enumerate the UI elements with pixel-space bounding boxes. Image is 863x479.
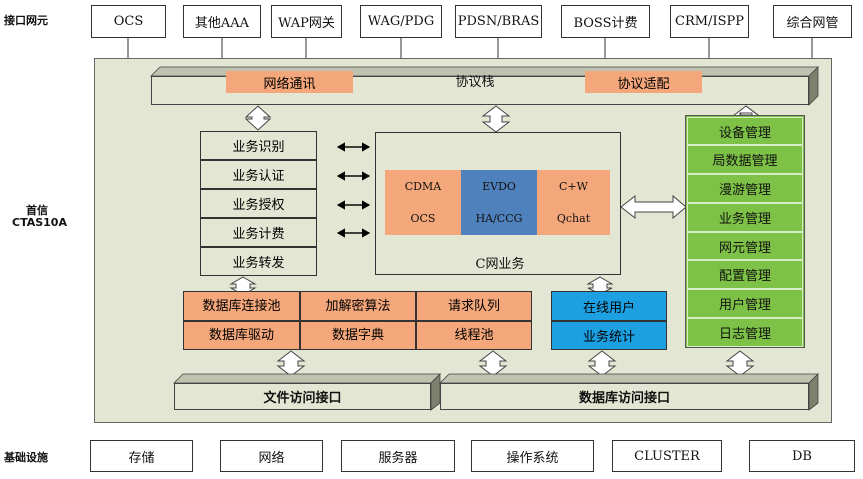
top-ne-wap-gateway: WAP网关 bbox=[271, 5, 342, 38]
service-statistics: 业务统计 bbox=[551, 321, 667, 350]
interface-ne-label: 接口网元 bbox=[4, 14, 48, 27]
cnet-cell-ha-ccg: HA/CCG bbox=[461, 202, 537, 235]
cnet-cell-c-plus-w: C+W bbox=[537, 170, 610, 202]
protocol-adapt-chip: 协议适配 bbox=[585, 71, 702, 93]
c-network-title: C网业务 bbox=[475, 256, 525, 272]
mgmt-network-element: 网元管理 bbox=[687, 232, 803, 260]
mgmt-user: 用户管理 bbox=[687, 289, 803, 318]
file-access-interface: 文件访问接口 bbox=[174, 383, 431, 410]
infra-db: DB bbox=[749, 440, 855, 472]
cnet-cell-qchat: Qchat bbox=[537, 202, 610, 235]
db-access-interface: 数据库访问接口 bbox=[440, 383, 809, 410]
product-name-line2: CTAS10A bbox=[12, 216, 67, 229]
cnet-cell-evdo: EVDO bbox=[461, 170, 537, 202]
db-request-queue: 请求队列 bbox=[416, 291, 532, 321]
top-ne-pdsn-bras: PDSN/BRAS bbox=[455, 5, 542, 38]
db-crypto-algorithm: 加解密算法 bbox=[300, 291, 416, 321]
infra-server: 服务器 bbox=[341, 440, 455, 472]
svc-identification: 业务识别 bbox=[200, 131, 317, 160]
infra-storage: 存储 bbox=[90, 440, 193, 472]
top-ne-boss-billing: BOSS计费 bbox=[561, 5, 650, 38]
online-users: 在线用户 bbox=[551, 291, 667, 321]
infra-os: 操作系统 bbox=[471, 440, 594, 472]
top-ne-ocs: OCS bbox=[91, 5, 166, 38]
db-thread-pool: 线程池 bbox=[416, 321, 532, 350]
mgmt-service: 业务管理 bbox=[687, 203, 803, 232]
mgmt-log: 日志管理 bbox=[687, 318, 803, 347]
top-ne-other-aaa: 其他AAA bbox=[183, 5, 261, 38]
mgmt-roaming: 漫游管理 bbox=[687, 174, 803, 203]
cnet-cell-ocs: OCS bbox=[385, 202, 461, 235]
infrastructure-label: 基础设施 bbox=[4, 451, 48, 464]
svc-forwarding: 业务转发 bbox=[200, 247, 317, 276]
db-driver: 数据库驱动 bbox=[183, 321, 300, 350]
top-ne-integrated-nms: 综合网管 bbox=[773, 5, 852, 38]
cnet-cell-cdma: CDMA bbox=[385, 170, 461, 202]
infra-network: 网络 bbox=[220, 440, 323, 472]
db-data-dictionary: 数据字典 bbox=[300, 321, 416, 350]
network-comm-chip: 网络通讯 bbox=[226, 71, 353, 93]
top-ne-wag-pdg: WAG/PDG bbox=[360, 5, 442, 38]
mgmt-device: 设备管理 bbox=[687, 117, 803, 145]
infra-cluster: CLUSTER bbox=[612, 440, 722, 472]
svc-authentication: 业务认证 bbox=[200, 160, 317, 189]
svc-billing: 业务计费 bbox=[200, 218, 317, 247]
mgmt-office-data: 局数据管理 bbox=[687, 145, 803, 174]
protocol-stack-title: 协议栈 bbox=[455, 74, 495, 90]
product-name-line1: 首信 bbox=[26, 204, 48, 217]
mgmt-configuration: 配置管理 bbox=[687, 260, 803, 289]
svc-authorization: 业务授权 bbox=[200, 189, 317, 218]
top-ne-crm-ispp: CRM/ISPP bbox=[670, 5, 749, 38]
db-connection-pool: 数据库连接池 bbox=[183, 291, 300, 321]
